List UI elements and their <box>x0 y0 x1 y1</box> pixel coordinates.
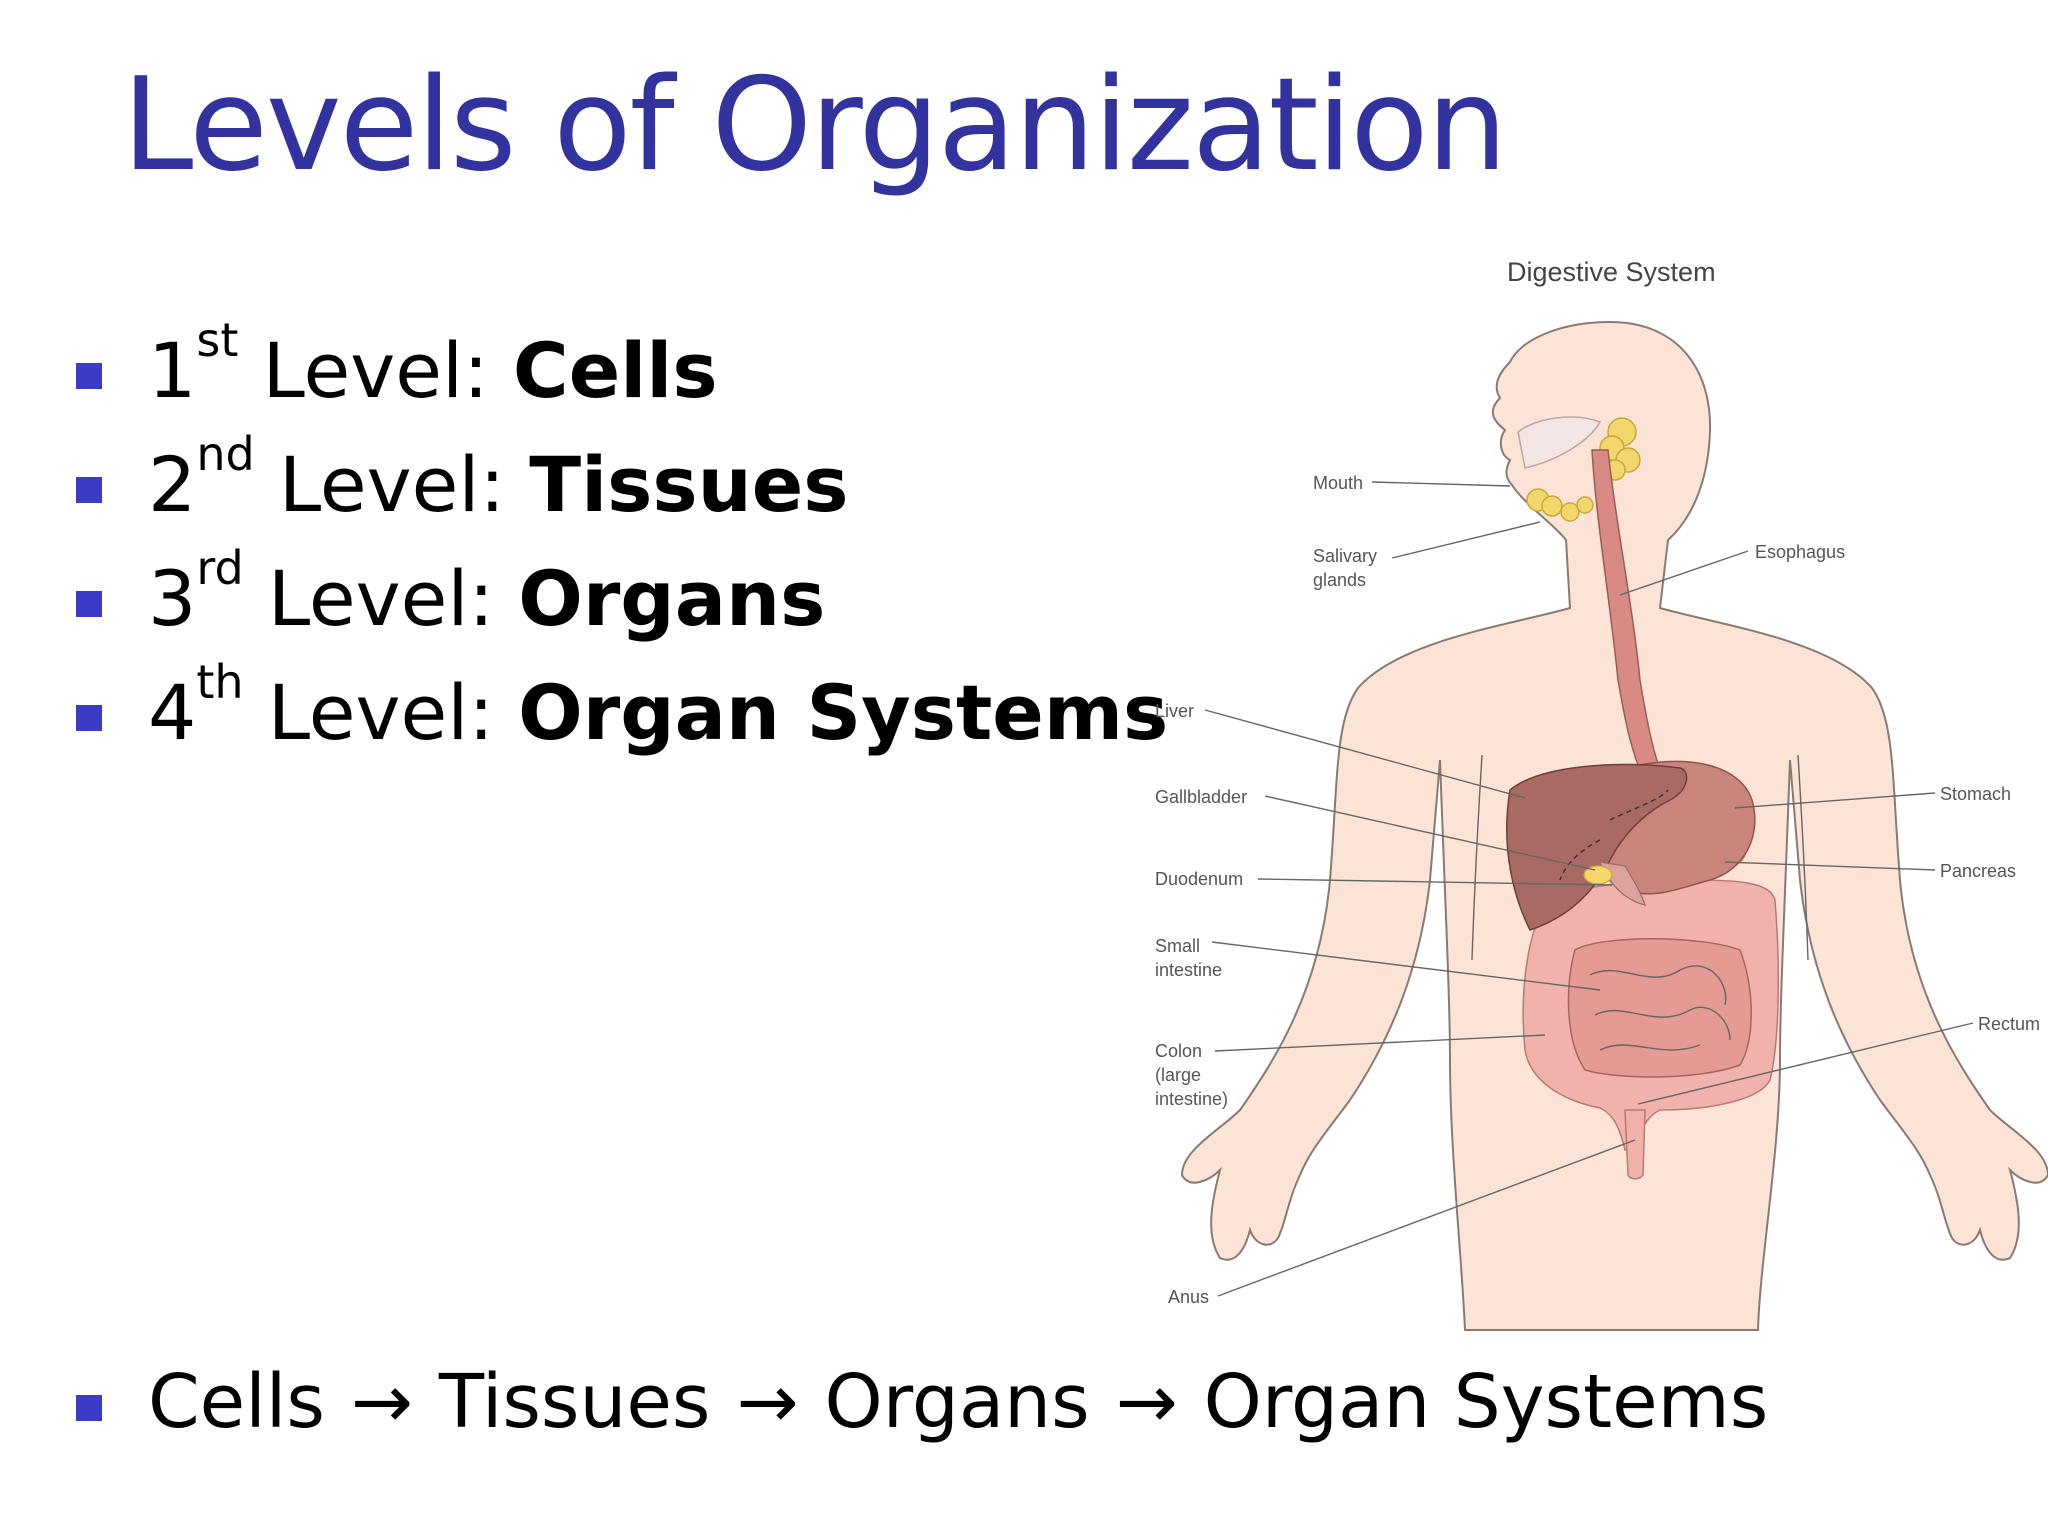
level-number: 2 <box>148 439 197 529</box>
label-liver: Liver <box>1155 701 1194 721</box>
label-gallbladder: Gallbladder <box>1155 787 1247 807</box>
level-term: Tissues <box>529 439 849 529</box>
label-salivary-1: Salivary <box>1313 546 1377 566</box>
label-colon-2: (large <box>1155 1065 1201 1085</box>
level-term: Organ Systems <box>518 667 1169 757</box>
leader-lines <box>1204 481 1974 1297</box>
arrow-right-icon: → <box>1115 1359 1178 1445</box>
label-stomach: Stomach <box>1940 784 2011 804</box>
arrow-right-icon: → <box>350 1359 413 1445</box>
level-number: 1 <box>148 325 197 415</box>
level-number: 4 <box>148 667 197 757</box>
label-salivary-2: glands <box>1313 570 1366 590</box>
level-label: Level: <box>238 325 513 415</box>
right-arm-line <box>1797 754 1809 961</box>
flow-step-tissues: Tissues <box>438 1359 711 1445</box>
bullet-square-icon <box>76 477 102 503</box>
small-intestine <box>1567 938 1752 1078</box>
liver <box>1506 763 1688 931</box>
label-small-1: Small <box>1155 936 1200 956</box>
bullet-square-icon <box>76 705 102 731</box>
level-label: Level: <box>254 439 530 529</box>
label-duodenum: Duodenum <box>1155 869 1243 889</box>
level-ordinal-suffix: nd <box>196 427 255 481</box>
intestine-folds <box>1589 965 1731 1051</box>
level-ordinal-suffix: rd <box>196 541 244 595</box>
level-ordinal-suffix: th <box>196 655 244 709</box>
level-number: 3 <box>148 553 197 643</box>
label-colon-3: intestine) <box>1155 1089 1228 1109</box>
label-rectum: Rectum <box>1978 1014 2040 1034</box>
level-term: Organs <box>518 553 826 643</box>
salivary-glands <box>1526 417 1641 522</box>
arrow-right-icon: → <box>736 1359 799 1445</box>
diagram-title: Digestive System <box>1507 257 1716 287</box>
label-esophagus: Esophagus <box>1755 542 1845 562</box>
bullet-square-icon <box>76 363 102 389</box>
label-colon-1: Colon <box>1155 1041 1202 1061</box>
flow-step-organs: Organs <box>824 1359 1090 1445</box>
slide-title: Levels of Organization <box>122 51 1508 200</box>
gallbladder <box>1583 865 1613 885</box>
label-mouth: Mouth <box>1313 473 1363 493</box>
level-label: Level: <box>243 553 519 643</box>
label-anus: Anus <box>1168 1287 1209 1307</box>
digestive-system-diagram: Digestive System <box>1155 257 2048 1331</box>
level-term: Cells <box>512 325 718 415</box>
bullet-square-icon <box>76 591 102 617</box>
level-ordinal-suffix: st <box>196 313 239 367</box>
label-pancreas: Pancreas <box>1940 861 2016 881</box>
rectum <box>1624 1109 1646 1180</box>
bile-duct-dashed <box>1559 789 1669 881</box>
label-small-2: intestine <box>1155 960 1222 980</box>
flow-step-cells: Cells <box>148 1359 325 1445</box>
bullet-square-icon <box>76 1395 102 1421</box>
flow-step-organ-systems: Organ Systems <box>1203 1359 1769 1445</box>
level-label: Level: <box>243 667 519 757</box>
flow-bullet: Cells → Tissues → Organs → Organ Systems <box>76 1352 1768 1452</box>
oral-cavity <box>1517 416 1602 469</box>
left-arm-line <box>1471 754 1483 961</box>
